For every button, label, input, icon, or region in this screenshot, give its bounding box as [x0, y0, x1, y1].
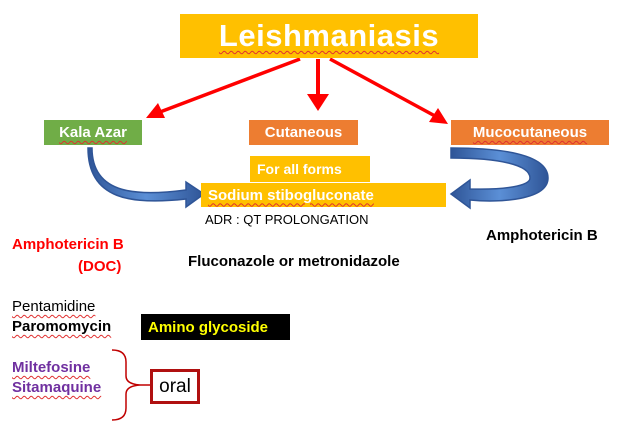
sitamaquine-label: Sitamaquine — [12, 379, 102, 396]
sodium-stibogluconate-label: Sodium stibogluconate — [208, 186, 374, 204]
pentamidine-text: Pentamidine — [12, 298, 95, 315]
pentamidine-label: Pentamidine — [12, 298, 96, 315]
miltefosine-label: Miltefosine — [12, 359, 91, 376]
for-all-forms-label: For all forms — [257, 161, 342, 177]
amino-glycoside-label: Amino glycoside — [148, 318, 269, 336]
adr-text: ADR : QT PROLONGATION — [205, 212, 369, 227]
title: Leishmaniasis — [218, 18, 440, 53]
mucocutaneous-box: Mucocutaneous — [451, 120, 609, 145]
fluconazole-text: Fluconazole or metronidazole — [188, 253, 400, 270]
paromomycin-label: Paromomycin — [12, 318, 112, 335]
title-box: Leishmaniasis — [180, 14, 478, 58]
doc-label: (DOC) — [78, 258, 122, 275]
sitamaquine-text: Sitamaquine — [12, 379, 101, 396]
curved-arrow-left — [87, 147, 206, 209]
kala-azar-text: Kala Azar — [59, 124, 127, 141]
arrow-to-cutaneous — [307, 59, 329, 111]
curved-arrow-right — [449, 147, 549, 210]
mucocutaneous-label: Mucocutaneous — [472, 124, 588, 141]
sodium-stibogluconate-box: Sodium stibogluconate — [201, 183, 446, 207]
miltefosine-text: Miltefosine — [12, 359, 90, 376]
cutaneous-box: Cutaneous — [249, 120, 358, 145]
cutaneous-label: Cutaneous — [264, 124, 343, 141]
arrow-to-mucocutaneous — [329, 57, 448, 124]
paromomycin-text: Paromomycin — [12, 318, 111, 335]
oral-label: oral — [159, 375, 191, 397]
amino-glycoside-box: Amino glycoside — [141, 314, 290, 340]
for-all-forms-box: For all forms — [250, 156, 370, 182]
amphotericin-right: Amphotericin B — [486, 227, 598, 244]
amphotericin-left: Amphotericin B — [12, 236, 124, 253]
oral-box: oral — [150, 369, 200, 404]
arrow-to-kala-azar — [146, 57, 301, 118]
kala-azar-box: Kala Azar — [44, 120, 142, 145]
bracket — [111, 349, 141, 421]
kala-azar-label: Kala Azar — [59, 124, 127, 141]
